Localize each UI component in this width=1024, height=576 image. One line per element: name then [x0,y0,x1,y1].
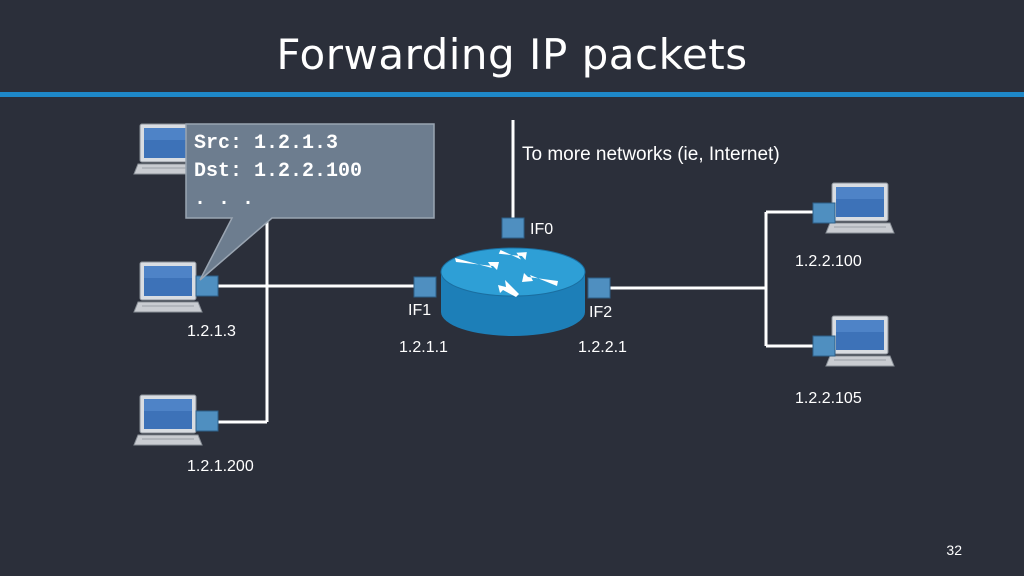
packet-dst: Dst: 1.2.2.100 [194,160,363,183]
interface-address-if2: 1.2.2.1 [578,339,627,356]
interface-label-if2: IF2 [589,304,613,321]
host-port-icon [195,410,219,432]
host-address-label: 1.2.2.105 [795,390,862,407]
packet-src: Src: 1.2.1.3 [194,132,339,155]
host-address-label: 1.2.2.100 [795,253,862,270]
laptop-icon[interactable] [133,394,203,446]
slide-title: Forwarding IP packets [276,30,748,79]
laptop-icon[interactable] [825,182,895,234]
internet-label: To more networks (ie, Internet) [522,144,780,165]
title-divider [0,92,1024,97]
host-address-label: 1.2.1.200 [187,458,254,475]
router-port-if2-icon [587,277,611,299]
laptop-icon[interactable] [825,315,895,367]
host-port-icon [195,275,219,297]
interface-label-if1: IF1 [408,302,432,319]
packet-ellipsis: . . . [194,188,255,211]
host-port-icon [812,202,836,224]
interface-label-if0: IF0 [530,221,554,238]
router-port-if1-icon [413,276,437,298]
host-port-icon [812,335,836,357]
page-number: 32 [946,542,962,558]
host-address-label: 1.2.1.3 [187,323,236,340]
router-icon[interactable] [440,242,586,336]
laptop-icon[interactable] [133,261,203,313]
router-port-if0-icon [501,217,525,239]
packet-callout-bubble [185,123,435,281]
interface-address-if1: 1.2.1.1 [399,339,448,356]
